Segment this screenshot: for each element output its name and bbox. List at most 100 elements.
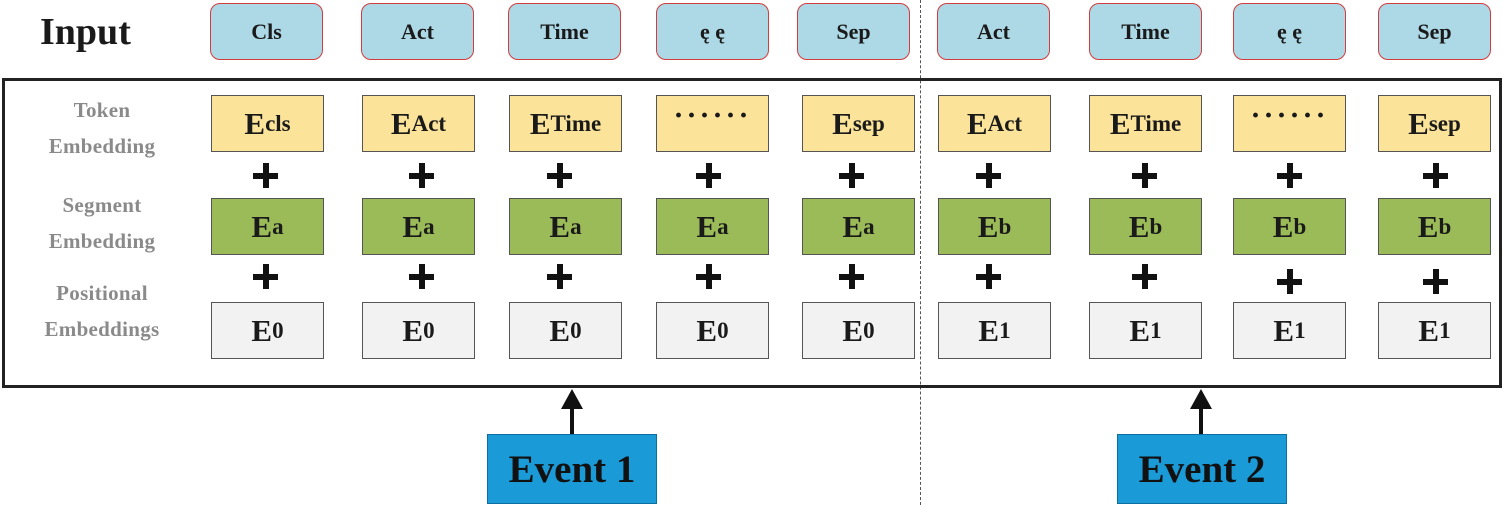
embedding-symbol: E (1272, 208, 1294, 244)
ellipsis-dots: ······ (673, 98, 752, 132)
embedding-subscript: 1 (999, 317, 1011, 343)
token-label-line2: Embedding (48, 134, 156, 158)
event-1-arrow-shaft (570, 405, 574, 435)
plus-icon (694, 262, 724, 292)
plus-icon (974, 161, 1004, 191)
embedding-subscript: sep (1428, 110, 1461, 136)
embedding-subscript: b (1149, 213, 1163, 239)
plus-icon (251, 161, 281, 191)
embedding-subscript: Act (987, 110, 1023, 136)
embedding-subscript: a (717, 213, 729, 239)
embedding-symbol: E (1109, 105, 1131, 141)
embedding-symbol: E (1273, 312, 1295, 348)
input-token-ellipsis: ę ę (656, 3, 769, 60)
segment-embedding-label: Segment Embedding (22, 187, 182, 259)
embedding-symbol: E (977, 208, 999, 244)
ellipsis-dots: ······ (1250, 98, 1329, 132)
embedding-subscript: b (998, 213, 1012, 239)
embedding-symbol: E (832, 105, 853, 141)
embedding-symbol: E (549, 208, 571, 244)
plus-icon (251, 262, 281, 292)
plus-icon (1421, 267, 1451, 297)
input-token-cls: Cls (210, 3, 323, 60)
plus-icon (1130, 161, 1160, 191)
token-embedding-label: Token Embedding (22, 92, 182, 164)
embedding-subscript: 1 (1439, 317, 1451, 343)
embedding-subscript: Act (411, 110, 447, 136)
embedding-subscript: 0 (272, 317, 284, 343)
token-embedding-cell: ······ (1233, 95, 1346, 152)
embedding-symbol: E (1408, 105, 1429, 141)
embedding-symbol: E (1417, 208, 1439, 244)
plus-icon (407, 161, 437, 191)
embedding-subscript: a (272, 213, 284, 239)
embedding-subscript: Time (550, 110, 602, 136)
plus-icon (694, 161, 724, 191)
embedding-symbol: E (696, 208, 718, 244)
embedding-symbol: E (244, 105, 266, 141)
input-token-sep: Sep (797, 3, 910, 60)
plus-icon (407, 262, 437, 292)
embedding-subscript: a (570, 213, 582, 239)
embedding-subscript: 0 (717, 317, 729, 343)
embedding-symbol: E (402, 312, 424, 348)
embedding-subscript: cls (265, 110, 291, 136)
input-token-time: Time (508, 3, 621, 60)
segment-label-line2: Embedding (48, 229, 156, 253)
embedding-symbol: E (1418, 312, 1440, 348)
plus-icon (1275, 161, 1305, 191)
positional-embedding-label: Positional Embeddings (22, 275, 182, 347)
embedding-subscript: a (863, 213, 875, 239)
token-label-line1: Token (73, 98, 131, 122)
embedding-subscript: 0 (570, 317, 582, 343)
embedding-symbol: E (842, 208, 864, 244)
event-2-arrow-head (1190, 389, 1212, 409)
embedding-subscript: a (423, 213, 435, 239)
embedding-symbol: E (251, 208, 273, 244)
input-token-ellipsis: ę ę (1233, 3, 1346, 60)
plus-icon (837, 161, 867, 191)
embedding-symbol: E (402, 208, 424, 244)
positional-label-line2: Embeddings (44, 317, 160, 341)
plus-icon (545, 262, 575, 292)
embedding-subscript: 0 (423, 317, 435, 343)
embedding-symbol: E (549, 312, 571, 348)
positional-label-line1: Positional (56, 281, 148, 305)
plus-icon (1130, 262, 1160, 292)
embedding-symbol: E (696, 312, 718, 348)
embedding-subscript: b (1293, 213, 1307, 239)
event-1-box: Event 1 (487, 434, 657, 504)
event-1-arrow-head (561, 389, 583, 409)
embedding-symbol: E (1129, 312, 1151, 348)
input-token-act: Act (937, 3, 1050, 60)
embedding-symbol: E (1128, 208, 1150, 244)
embedding-symbol: E (966, 105, 988, 141)
embedding-symbol: E (842, 312, 864, 348)
event-divider (920, 0, 921, 505)
embedding-subscript: Time (1130, 110, 1182, 136)
plus-icon (837, 262, 867, 292)
plus-icon (545, 161, 575, 191)
